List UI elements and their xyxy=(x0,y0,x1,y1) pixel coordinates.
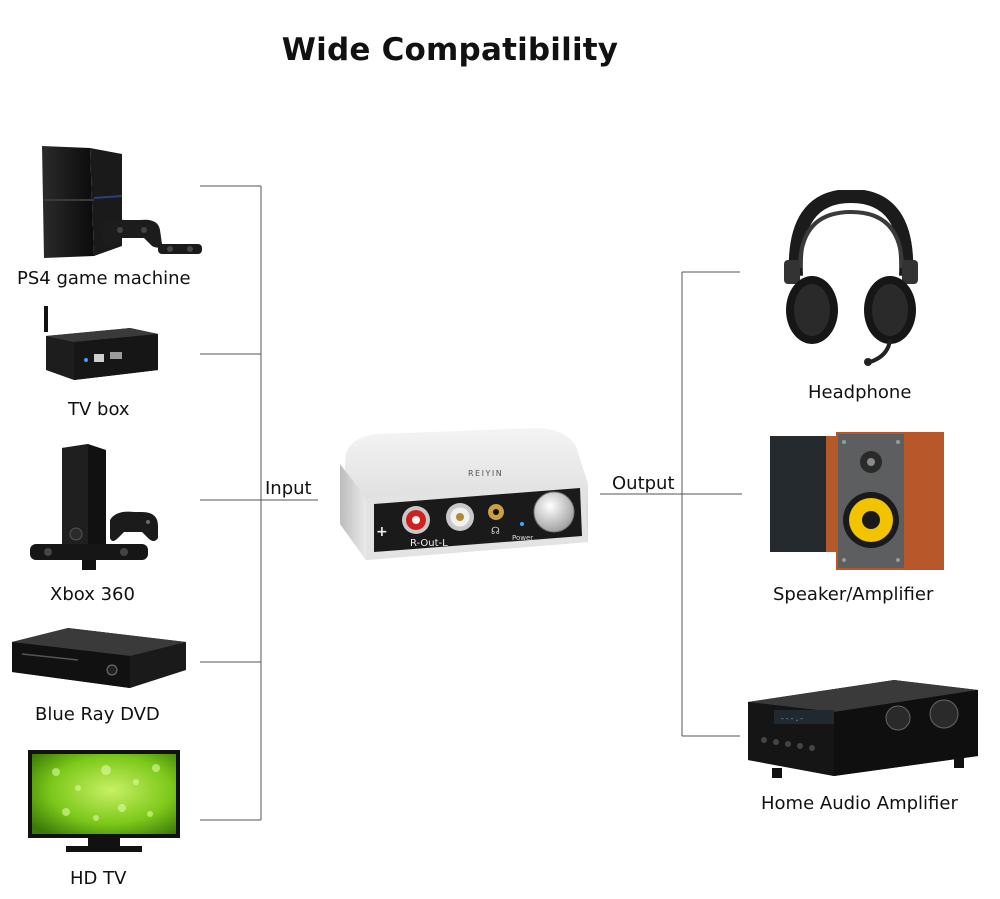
svg-text:☊: ☊ xyxy=(491,526,500,537)
input-label: Input xyxy=(265,478,312,499)
converter-power-label: Power xyxy=(512,534,533,542)
output-name-headphone: Headphone xyxy=(808,382,912,403)
output-name-speaker: Speaker/Amplifier xyxy=(773,584,934,605)
diagram-title: Wide Compatibility xyxy=(281,32,619,68)
output-name-amplifier: Home Audio Amplifier xyxy=(761,793,958,814)
input-name-hd-tv: HD TV xyxy=(70,868,127,889)
tv-box-icon xyxy=(44,306,158,380)
xbox-360-icon xyxy=(30,444,158,570)
input-name-ps4: PS4 game machine xyxy=(17,268,191,289)
converter-port-label: R-Out-L xyxy=(410,538,448,549)
output-label: Output xyxy=(612,473,675,494)
input-name-tv-box: TV box xyxy=(68,399,130,420)
hd-tv-icon xyxy=(28,750,180,852)
converter-device: REIYIN + ☊ R-Out-L Power xyxy=(340,428,588,560)
converter-brand: REIYIN xyxy=(468,469,503,478)
speaker-icon xyxy=(770,432,944,570)
input-name-xbox: Xbox 360 xyxy=(50,584,135,605)
converter-plus: + xyxy=(376,524,388,540)
svg-text:---.-: ---.- xyxy=(780,714,804,723)
home-audio-amplifier-icon: ---.- xyxy=(748,680,978,778)
headphone-icon xyxy=(784,190,918,366)
blu-ray-player-icon xyxy=(12,628,186,688)
ps4-console-icon xyxy=(42,146,202,258)
input-name-blu-ray: Blue Ray DVD xyxy=(35,704,160,725)
